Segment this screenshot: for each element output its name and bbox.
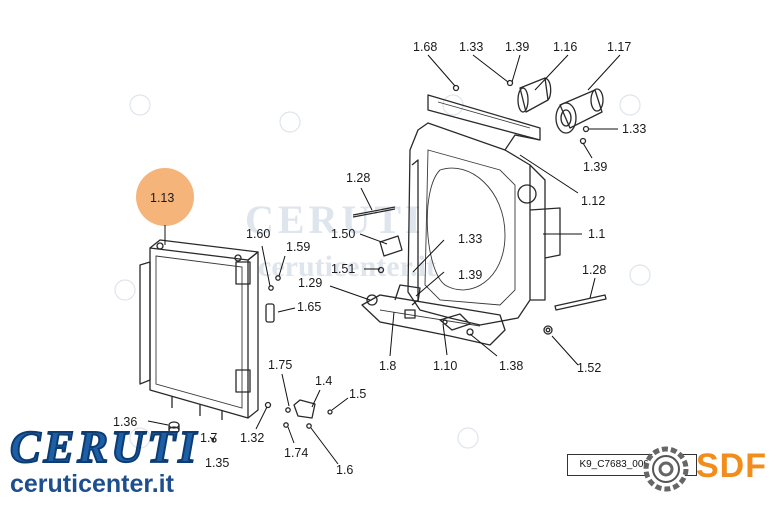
callout-1-33-top[interactable]: 1.33 [459, 40, 483, 54]
callout-1-39-mid[interactable]: 1.39 [458, 268, 482, 282]
callout-1-5[interactable]: 1.5 [349, 387, 366, 401]
callout-1-51[interactable]: 1.51 [331, 262, 355, 276]
sdf-logo-icon [643, 446, 689, 492]
callout-1-28-left[interactable]: 1.28 [346, 171, 370, 185]
svg-text:CERUTI: CERUTI [245, 197, 425, 242]
callout-1-28-right[interactable]: 1.28 [582, 263, 606, 277]
callout-1-59[interactable]: 1.59 [286, 240, 310, 254]
ceruti-url[interactable]: ceruticenter.it [10, 470, 174, 498]
callout-1-60[interactable]: 1.60 [246, 227, 270, 241]
leader-lines [147, 54, 621, 465]
callout-1-12[interactable]: 1.12 [581, 194, 605, 208]
callout-1-29[interactable]: 1.29 [298, 276, 322, 290]
ceruti-logo: CERUTI [9, 421, 200, 472]
callout-1-13[interactable]: 1.13 [150, 191, 174, 205]
callout-1-32[interactable]: 1.32 [240, 431, 264, 445]
callout-1-33-right[interactable]: 1.33 [622, 122, 646, 136]
callout-labels: 1.68 1.33 1.39 1.16 1.17 1.33 1.39 1.12 … [113, 40, 646, 477]
callout-1-38[interactable]: 1.38 [499, 359, 523, 373]
callout-1-68[interactable]: 1.68 [413, 40, 437, 54]
callout-1-1[interactable]: 1.1 [588, 227, 605, 241]
callout-1-33-mid[interactable]: 1.33 [458, 232, 482, 246]
callout-1-10[interactable]: 1.10 [433, 359, 457, 373]
callout-1-8[interactable]: 1.8 [379, 359, 396, 373]
callout-1-50[interactable]: 1.50 [331, 227, 355, 241]
callout-1-36[interactable]: 1.36 [113, 415, 137, 429]
callout-1-75[interactable]: 1.75 [268, 358, 292, 372]
callout-1-7[interactable]: 1.7 [200, 431, 217, 445]
callout-1-39-top[interactable]: 1.39 [505, 40, 529, 54]
fan-duct-part[interactable] [517, 77, 552, 113]
callout-1-17[interactable]: 1.17 [607, 40, 631, 54]
svg-text:ceruticenter.it: ceruticenter.it [258, 250, 436, 283]
fan-cover-part[interactable] [555, 88, 604, 134]
hardware-parts [168, 79, 607, 443]
main-frame-part[interactable] [407, 94, 561, 326]
lower-support-part[interactable] [361, 284, 506, 346]
callout-1-52[interactable]: 1.52 [577, 361, 601, 375]
watermark: CERUTI ceruticenter.it [114, 94, 651, 449]
radiator-part[interactable] [139, 239, 259, 420]
selected-part-highlight [136, 168, 194, 226]
callout-1-65[interactable]: 1.65 [297, 300, 321, 314]
callout-1-74[interactable]: 1.74 [284, 446, 308, 460]
callout-1-35[interactable]: 1.35 [205, 456, 229, 470]
callout-1-39-right[interactable]: 1.39 [583, 160, 607, 174]
sdf-logo-text: SDF [696, 447, 767, 485]
callout-1-16[interactable]: 1.16 [553, 40, 577, 54]
callout-1-4[interactable]: 1.4 [315, 374, 332, 388]
callout-1-6[interactable]: 1.6 [336, 463, 353, 477]
